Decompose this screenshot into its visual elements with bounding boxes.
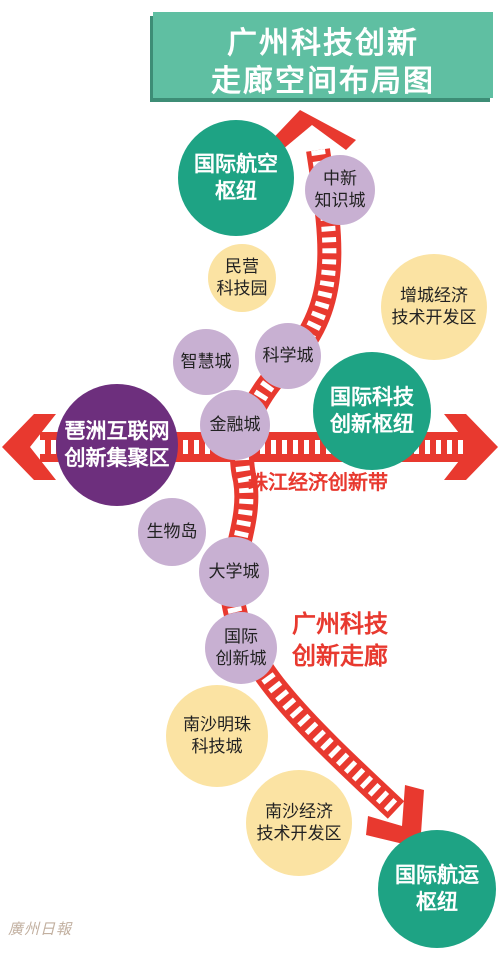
hub-international-airport: 国际航空 枢纽 [178, 120, 294, 236]
pearl-river-belt-label: 珠江经济创新带 [248, 470, 388, 494]
node-label-line-1: 民营 [225, 256, 259, 277]
hub-label-line-2: 枢纽 [416, 890, 458, 914]
node-finance-city: 金融城 [200, 390, 270, 460]
node-zengcheng-development-zone: 增城经济 技术开发区 [381, 254, 487, 360]
node-international-innovation-city: 国际 创新城 [205, 612, 277, 684]
node-label: 大学城 [208, 561, 260, 582]
node-label-line-1: 中新 [323, 168, 357, 189]
corridor-path-stripes [224, 148, 401, 816]
hub-label-line-1: 国际科技 [330, 384, 414, 409]
corridor-arrowhead-top [262, 110, 356, 150]
node-sino-singapore-knowledge-city: 中新 知识城 [305, 155, 375, 225]
node-label: 金融城 [209, 414, 261, 435]
node-label-line-1: 增城经济 [400, 285, 468, 306]
node-label-line-1: 南沙明珠 [183, 714, 251, 735]
hub-label-line-1: 琶洲互联网 [64, 418, 170, 443]
node-label: 科学城 [262, 345, 314, 366]
hub-label-line-2: 创新枢纽 [330, 412, 414, 436]
tech-corridor-label-line-2: 创新走廊 [292, 642, 388, 671]
node-label-line-1: 国际 [224, 626, 258, 647]
node-science-city: 科学城 [255, 323, 321, 389]
title-line-2: 走廊空间布局图 [211, 64, 435, 99]
hub-international-shipping: 国际航运 枢纽 [378, 830, 496, 948]
node-private-tech-park: 民营 科技园 [208, 244, 276, 312]
corridor-arrow [219, 110, 424, 848]
node-label-line-2: 知识城 [314, 191, 366, 211]
belt-arrowhead-left [2, 414, 56, 480]
node-label-line-2: 科技园 [216, 279, 268, 299]
hub-pazhou-internet-cluster: 琶洲互联网 创新集聚区 [56, 384, 178, 506]
hub-international-tech-innovation: 国际科技 创新枢纽 [313, 352, 431, 470]
title-line-1: 广州科技创新 [227, 26, 419, 61]
node-nansha-development-zone: 南沙经济 技术开发区 [246, 770, 352, 876]
hub-label-line-1: 国际航运 [395, 862, 479, 887]
node-label: 智慧城 [180, 351, 232, 372]
node-bio-island: 生物岛 [138, 498, 206, 566]
node-smart-city: 智慧城 [173, 329, 239, 395]
node-label-line-2: 科技城 [191, 737, 243, 757]
hub-label-line-2: 枢纽 [215, 179, 257, 203]
tech-corridor-label: 广州科技 创新走廊 [292, 608, 388, 673]
node-label: 生物岛 [146, 521, 198, 542]
node-label-line-2: 技术开发区 [256, 824, 342, 844]
node-nansha-pearl-tech-city: 南沙明珠 科技城 [166, 685, 268, 787]
belt-arrowhead-right [444, 414, 498, 480]
newspaper-watermark: 廣州日報 [8, 920, 73, 938]
diagram-title: 广州科技创新 走廊空间布局图 [153, 12, 493, 99]
hub-label-line-2: 创新集聚区 [64, 446, 170, 470]
tech-corridor-label-line-1: 广州科技 [292, 610, 388, 638]
node-label-line-1: 南沙经济 [265, 801, 333, 822]
node-university-city: 大学城 [199, 537, 269, 607]
corridor-arrowhead-bottom [366, 785, 424, 848]
node-label-line-2: 技术开发区 [391, 308, 477, 328]
node-label-line-2: 创新城 [215, 649, 267, 669]
hub-label-line-1: 国际航空 [194, 151, 278, 176]
